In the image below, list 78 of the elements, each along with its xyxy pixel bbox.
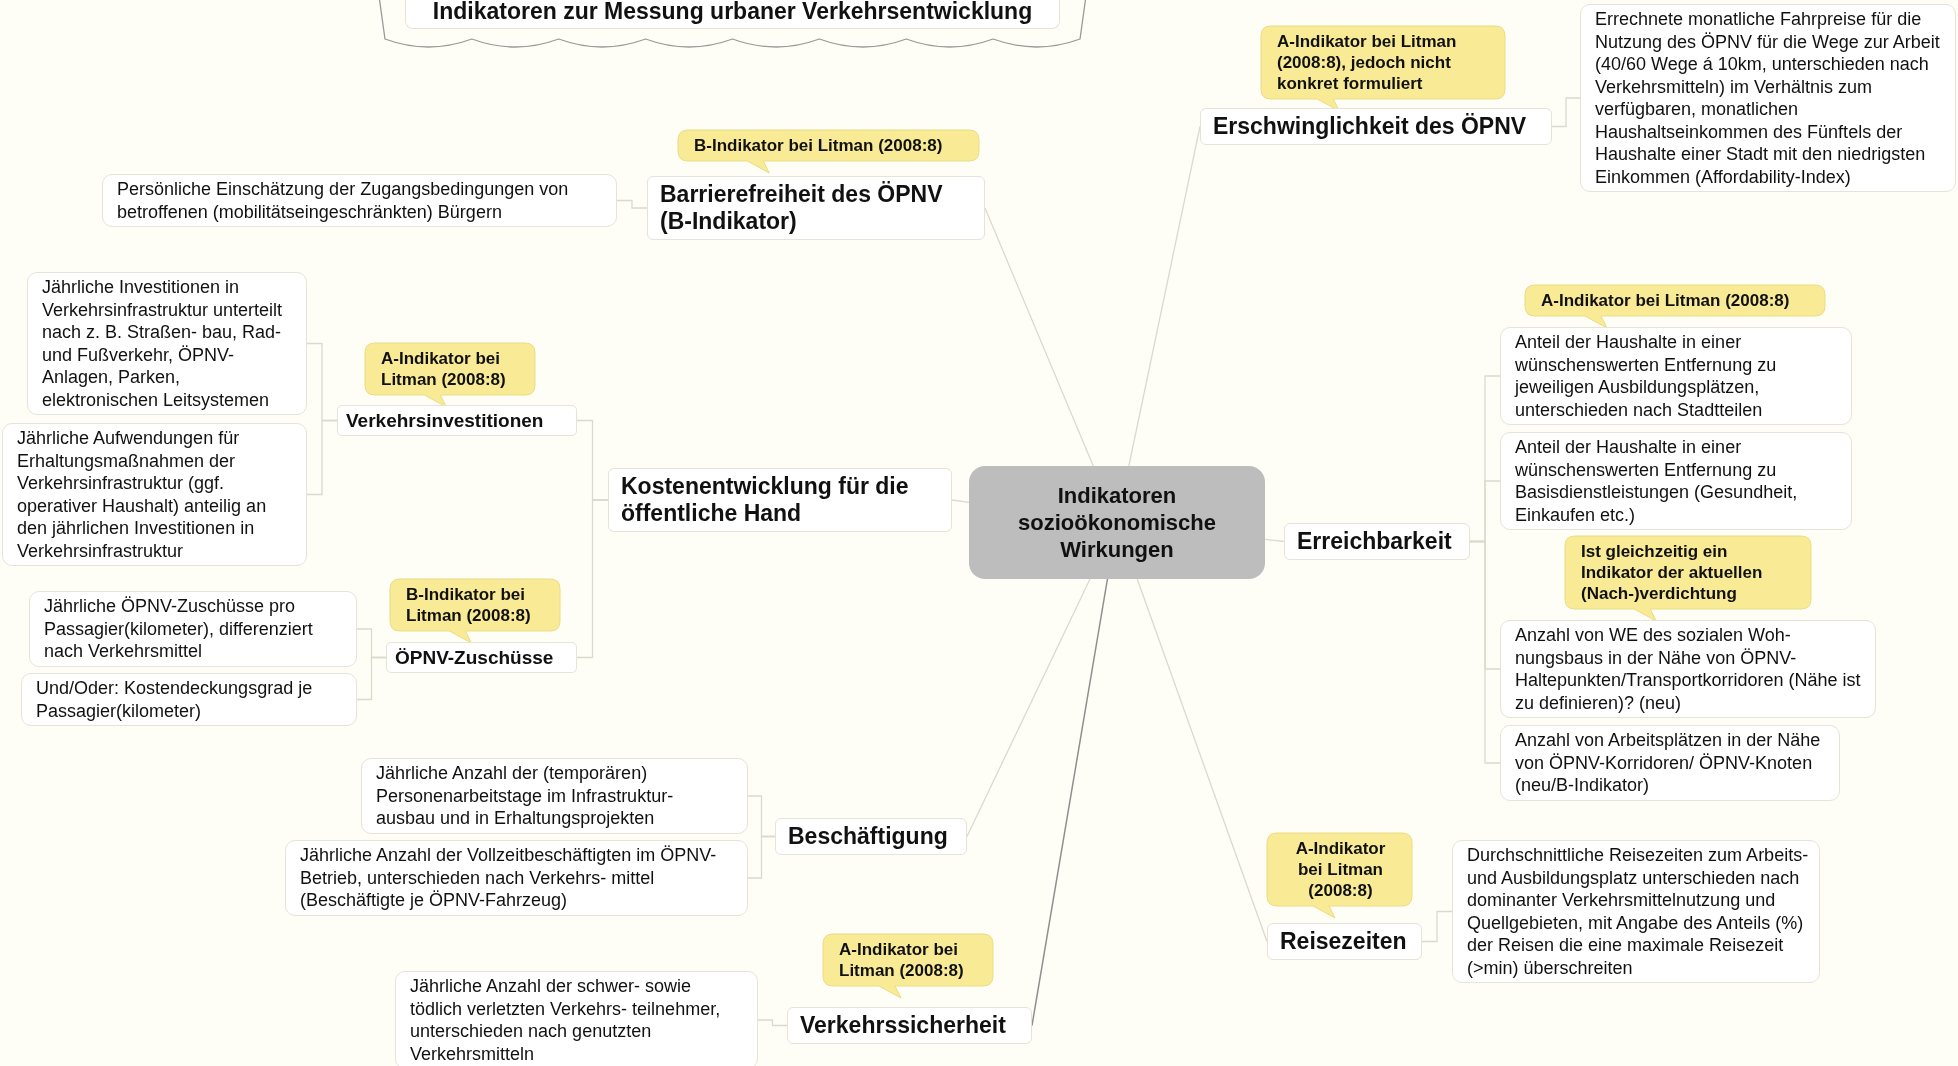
detail-text: Errechnete monatliche Fahrpreise für die Nutzung des ÖPNV für die Wege zur Arbeit (40/60 Wege á 10km, unterschieden nach Verkehrsmitteln) im Verhältnis zum verfügbaren, monatlichen Haushaltseinkommen des Fünftels der Haushalte einer Stadt mit den niedrigsten Einkommen (Affordability-Index) [1595, 9, 1940, 187]
detail-text: Jährliche Anzahl der (temporären) Personenarbeitstage im Infrastruktur- ausbau und in Erhaltungsprojekten [376, 763, 674, 828]
note-text: A-Indikator bei Litman (2008:8) [839, 940, 964, 980]
detail-box [1500, 725, 1840, 801]
connector-line [1264, 538, 1285, 543]
connector-line [984, 207, 1094, 467]
note-text: Ist gleichzeitig ein Indikator der aktuellen (Nach-)verdichtung [1581, 542, 1763, 603]
note-text: B-Indikator bei Litman (2008:8) [694, 136, 943, 155]
topic-label: Erreichbarkeit [1297, 528, 1452, 554]
note-callout [823, 934, 993, 998]
topic-label: Beschäftigung [788, 823, 948, 849]
detail-text: Jährliche Investitionen in Verkehrsinfrastruktur unterteilt nach z. B. Straßen- bau, Rad- und Fußverkehr, ÖPNV-Anlagen, Parken, elektronischen Leitsystemen [42, 277, 283, 410]
title-text: Indikatoren zur Messung urbaner Verkehrsentwicklung [405, 0, 1060, 29]
detail-text: Und/Oder: Kostendeckungsgrad je Passagier(kilometer) [36, 678, 313, 721]
connector-line [356, 656, 387, 701]
connector-line [1469, 540, 1501, 764]
note-text: A-Indikator bei Litman (2008:8) [1541, 291, 1790, 310]
detail-text: Jährliche ÖPNV-Zuschüsse pro Passagier(kilometer), differenziert nach Verkehrsmittel [44, 596, 313, 661]
detail-text: Anzahl von Arbeitsplätzen in der Nähe von ÖPNV-Korridoren/ ÖPNV-Knoten (neu/B-Indikator) [1515, 730, 1821, 795]
note-callout [1267, 833, 1412, 918]
connector-line [1551, 97, 1581, 128]
detail-text: Durchschnittliche Reisezeiten zum Arbeits- und Ausbildungsplatz unterschieden nach dominanter Verkehrsmittelnutzung und Quellgebieten, mit Angabe des Anteils (%) der Reisen die eine maximale Reisezeit (>min) überschreiten [1467, 845, 1809, 978]
branch-topic-box [1200, 108, 1552, 145]
detail-box [361, 758, 748, 834]
note-callout [365, 343, 535, 407]
note-callout [1261, 26, 1505, 111]
connector-line [966, 578, 1091, 838]
subtopic-box [337, 405, 577, 436]
detail-text: Jährliche Anzahl der schwer- sowie tödlich verletzten Verkehrs- teilnehmer, unterschieden nach genutzten Verkehrsmitteln [410, 976, 721, 1064]
branch-topic-box [1267, 923, 1422, 960]
connector-line [616, 199, 648, 209]
detail-text: Anteil der Haushalte in einer wünschenswerten Entfernung zu Basisdienstleistungen (Gesundheit, Einkaufen etc.) [1515, 437, 1798, 525]
note-text: A-Indikator bei Litman (2008:8) [1295, 839, 1386, 900]
note-text: A-Indikator bei Litman (2008:8) [381, 349, 506, 389]
note-callout [390, 579, 560, 643]
branch-topic-box [1284, 523, 1470, 560]
note-callout [1525, 285, 1825, 328]
detail-box [29, 591, 357, 667]
detail-text: Jährliche Aufwendungen für Erhaltungsmaßnahmen der Verkehrsinfrastruktur (ggf. operativer Haushalt) anteilig an den jährlichen Investitionen in Verkehrsinfrastruktur [17, 428, 267, 561]
branch-topic-box [608, 468, 952, 532]
topic-label: Reisezeiten [1280, 928, 1407, 954]
subtopic-box [386, 642, 577, 673]
connector-line [306, 419, 338, 496]
connector-line [1136, 578, 1268, 943]
detail-text: Jährliche Anzahl der Vollzeitbeschäftigten im ÖPNV-Betrieb, unterschieden nach Verkehrs- mittel (Beschäftigte je ÖPNV-Fahrzeug) [300, 845, 717, 910]
detail-text: Anteil der Haushalte in einer wünschenswerten Entfernung zu jeweiligen Ausbildungsplätzen, unterschieden nach Stadtteilen [1515, 332, 1777, 420]
connector-line [951, 499, 970, 503]
connector-line [1031, 578, 1109, 1027]
detail-text: Persönliche Einschätzung der Zugangsbedingungen von betroffenen (mobilitätseingeschränkten) Bürgern [117, 179, 569, 222]
topic-label: Barrierefreiheit des ÖPNV (B-Indikator) [660, 181, 943, 234]
topic-label: ÖPNV-Zuschüsse [395, 647, 554, 668]
branch-topic-box [775, 818, 967, 855]
note-callout [678, 130, 979, 173]
central-topic-box [969, 466, 1265, 579]
branch-topic-box [647, 176, 985, 240]
topic-label: Erschwinglichkeit des ÖPNV [1213, 113, 1527, 139]
connector-line [1421, 910, 1453, 943]
detail-box [102, 174, 617, 227]
note-text: A-Indikator bei Litman (2008:8), jedoch nicht konkret formuliert [1277, 32, 1457, 93]
detail-box [1500, 620, 1876, 718]
topic-label: Indikatoren sozioökonomische Wirkungen [1016, 482, 1217, 563]
detail-box [21, 673, 357, 726]
topic-label: Verkehrsinvestitionen [346, 410, 544, 431]
detail-box [1500, 432, 1852, 530]
topic-label: Kostenentwicklung für die öffentliche Hand [621, 473, 909, 526]
topic-label: Verkehrssicherheit [800, 1012, 1006, 1038]
detail-box [2, 423, 307, 566]
note-text: B-Indikator bei Litman (2008:8) [406, 585, 531, 625]
detail-box [1500, 327, 1852, 425]
detail-box [395, 971, 758, 1066]
connector-line [747, 835, 776, 879]
connector-line [576, 499, 609, 659]
detail-text: Anzahl von WE des sozialen Woh- nungsbaus in der Nähe von ÖPNV- Haltepunkten/Transportkorridoren (Nähe ist zu definieren)? (neu) [1515, 625, 1861, 713]
detail-box [285, 840, 748, 916]
branch-topic-box [787, 1007, 1032, 1044]
detail-box [27, 272, 307, 415]
note-callout [1565, 536, 1811, 621]
connector-line [757, 1019, 788, 1027]
